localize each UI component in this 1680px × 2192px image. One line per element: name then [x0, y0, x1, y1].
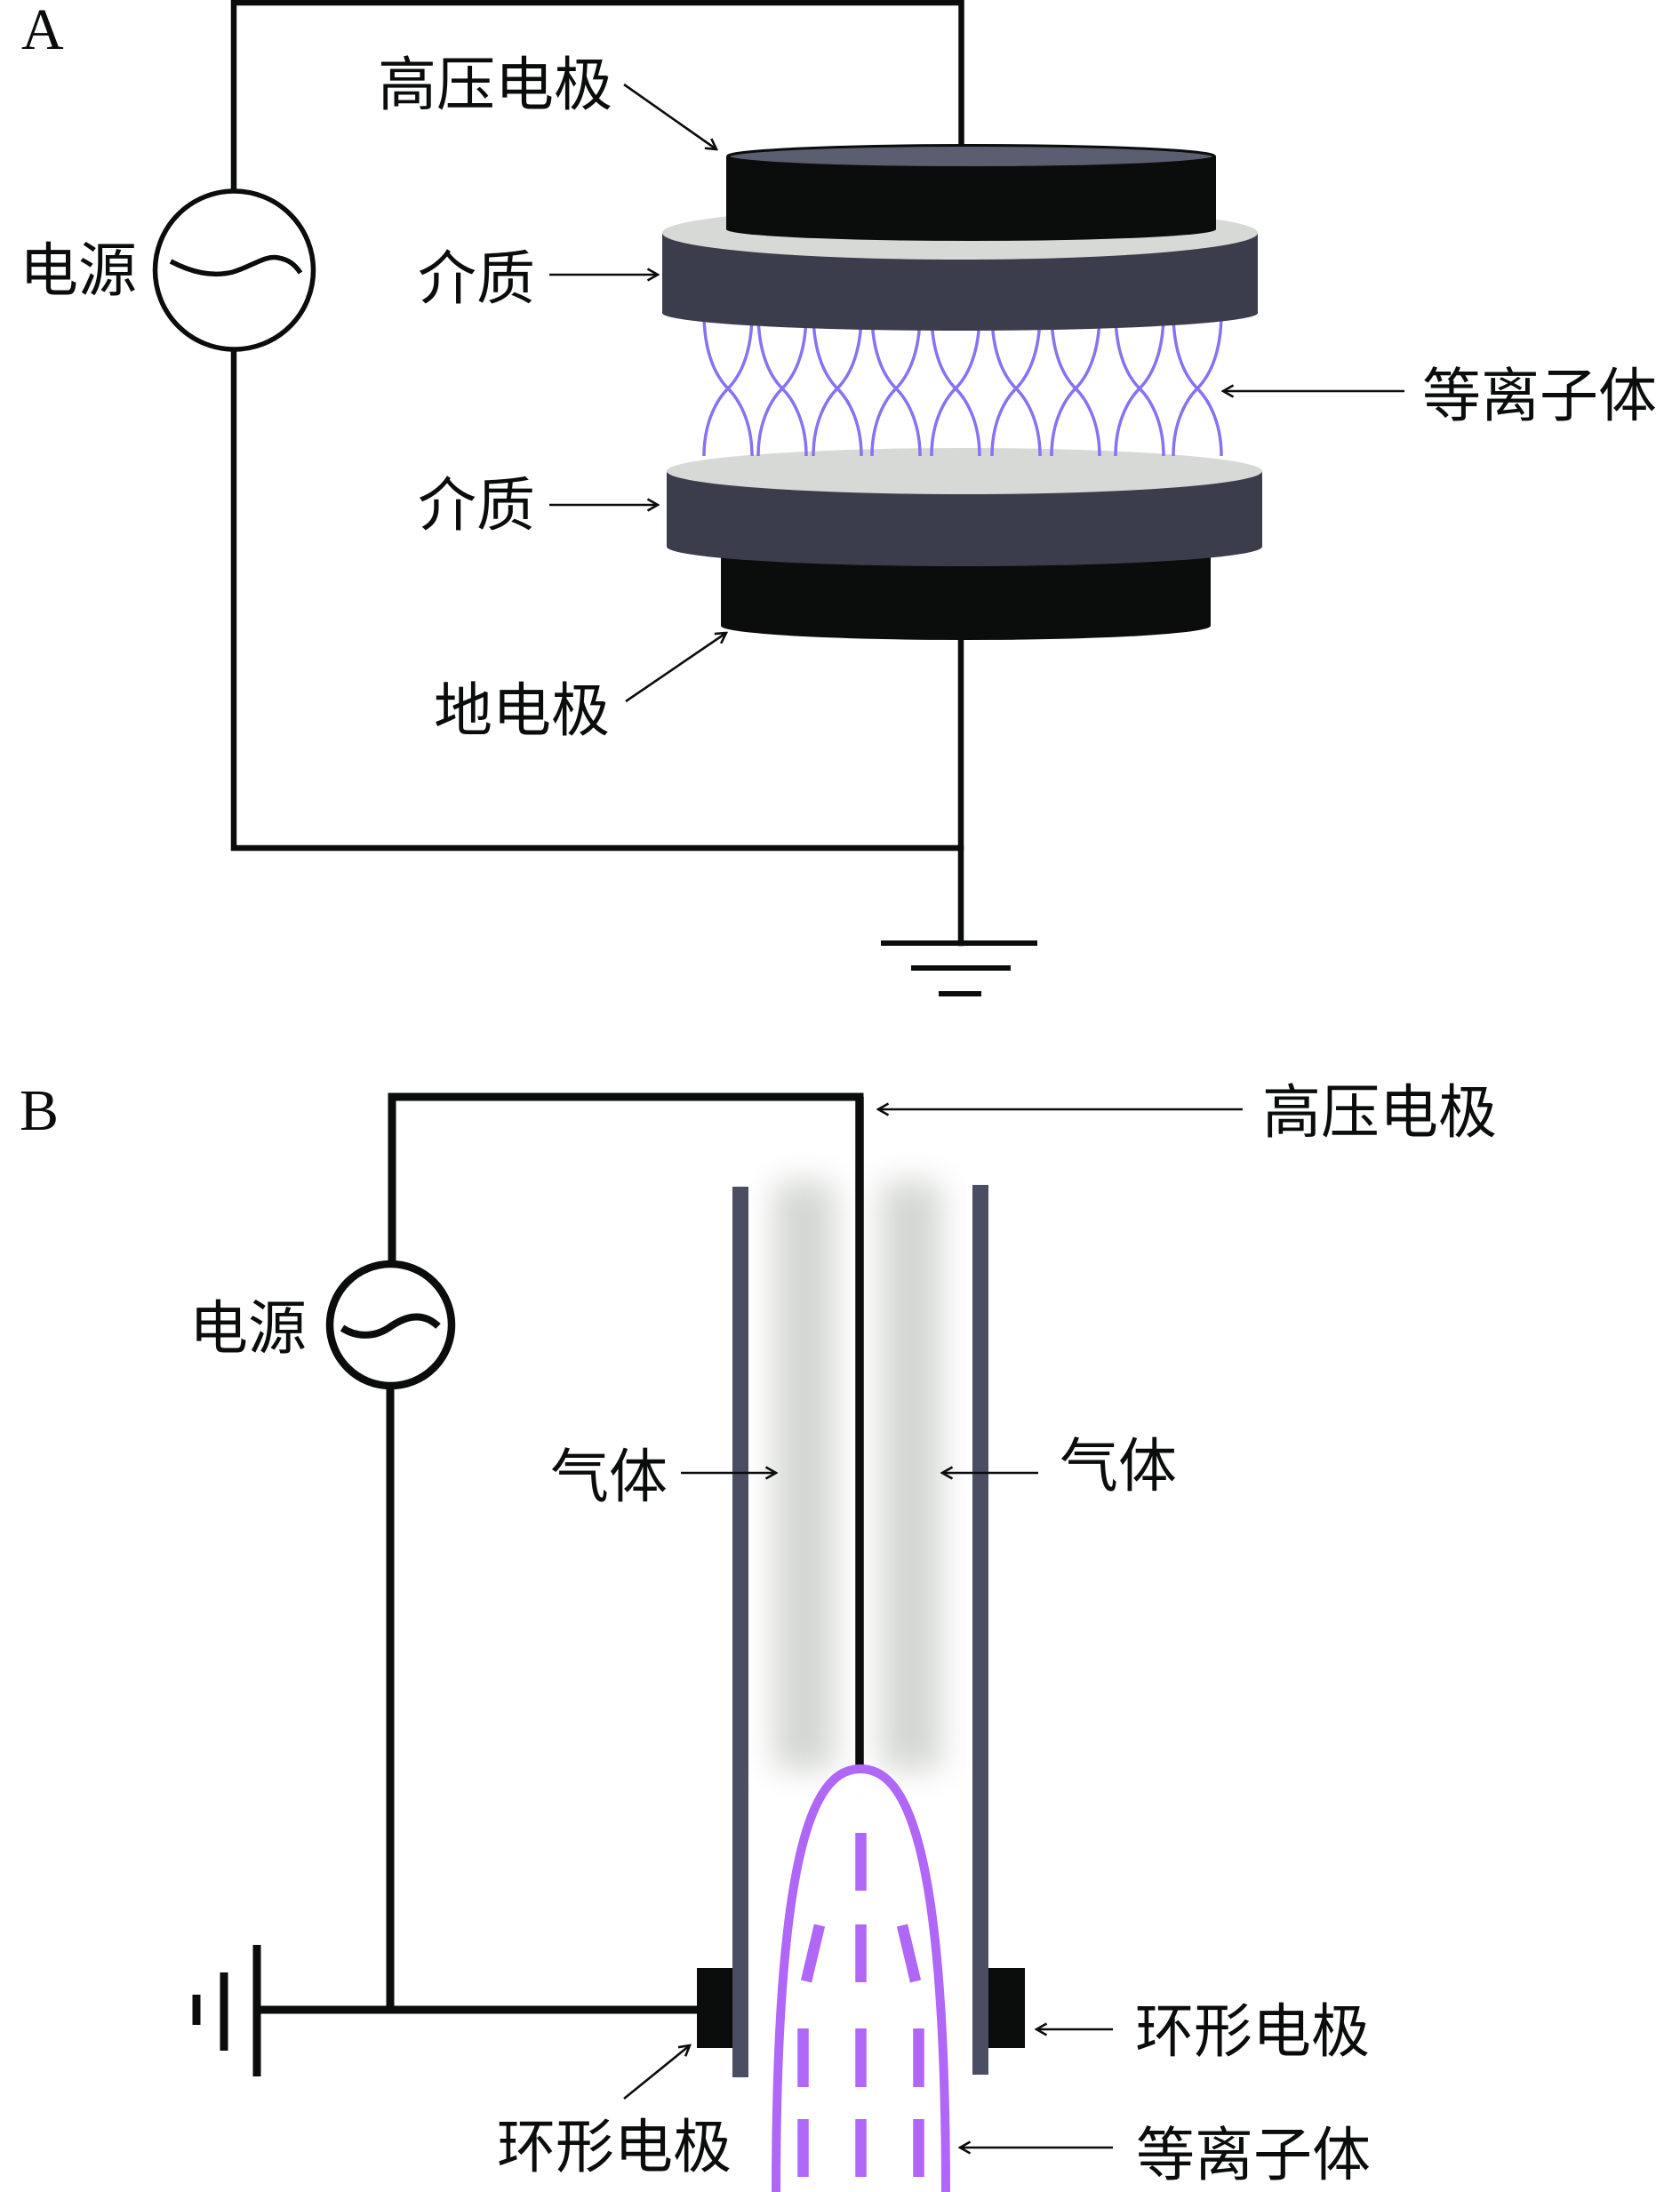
- ring-electrode-left: [697, 1968, 732, 2048]
- plasma-filaments: [702, 312, 1223, 457]
- label-dielectric-upper: 介质: [418, 244, 535, 313]
- panel-b-label: B: [20, 1078, 59, 1143]
- arrow-ground-electrode: [625, 633, 726, 703]
- ac-voltage-source-icon: [325, 1260, 456, 1390]
- plasma-filament: [930, 312, 958, 457]
- ac-voltage-source-icon: [152, 188, 316, 352]
- plasma-filament: [725, 312, 754, 457]
- panel-a-label: A: [21, 0, 64, 62]
- plasma-filament: [1050, 312, 1078, 457]
- wire-top: [230, 0, 964, 196]
- plasma-filament: [702, 312, 731, 457]
- ground-icon: [881, 940, 1037, 996]
- label-power-source: 电源: [20, 236, 137, 305]
- tube-wall-right: [972, 1185, 988, 2075]
- label-high-voltage-electrode: 高压电极: [1262, 1078, 1497, 1147]
- plasma-jet-dash: [800, 1924, 826, 1983]
- plasma-filament: [812, 312, 840, 457]
- plasma-filament: [835, 312, 863, 457]
- label-gas-right: 气体: [1060, 1432, 1177, 1500]
- panel-b: B: [20, 1078, 1497, 2192]
- label-gas-left: 气体: [550, 1443, 668, 1511]
- label-high-voltage-electrode: 高压电极: [378, 51, 612, 119]
- label-dielectric-lower: 介质: [418, 471, 535, 540]
- plasma-filament: [1172, 312, 1200, 457]
- plasma-filament: [780, 312, 808, 457]
- plasma-filament: [1073, 312, 1101, 457]
- label-plasma: 等离子体: [1136, 2121, 1371, 2189]
- arrow-ring-electrode-left: [623, 2045, 690, 2100]
- plasma-filament: [1195, 312, 1223, 457]
- label-plasma: 等离子体: [1422, 362, 1657, 430]
- plasma-jet: [772, 1764, 950, 2192]
- plasma-filament: [870, 312, 899, 457]
- wire-bottom: [230, 343, 964, 852]
- plasma-filament: [893, 312, 922, 457]
- gas-glow-left: [775, 1182, 834, 1769]
- label-ring-electrode-left: 环形电极: [497, 2113, 732, 2181]
- plasma-filament: [953, 312, 981, 457]
- label-power-source: 电源: [189, 1294, 307, 1363]
- label-ring-electrode-right: 环形电极: [1135, 1997, 1370, 2066]
- ground-icon: [192, 1945, 261, 2076]
- plasma-filament: [756, 312, 785, 457]
- plasma-filament: [990, 312, 1019, 457]
- panel-a: A: [20, 0, 1657, 996]
- plasma-filament: [1114, 312, 1142, 457]
- gas-glow-right: [882, 1182, 940, 1769]
- plasma-jet-outline: [772, 1764, 950, 2192]
- gas-flow: [775, 1182, 940, 1769]
- dielectric-lower: [667, 448, 1262, 566]
- plasma-filament: [1013, 312, 1042, 457]
- high-voltage-electrode: [726, 144, 1216, 241]
- wire-top: [388, 1092, 864, 1267]
- plasma-jet-dash: [896, 1924, 922, 1983]
- label-ground-electrode: 地电极: [434, 676, 610, 745]
- arrow-high-voltage-electrode: [623, 83, 716, 149]
- tube-wall-left: [732, 1187, 748, 2077]
- plasma-filament: [1137, 312, 1165, 457]
- ring-electrode-right: [988, 1968, 1025, 2048]
